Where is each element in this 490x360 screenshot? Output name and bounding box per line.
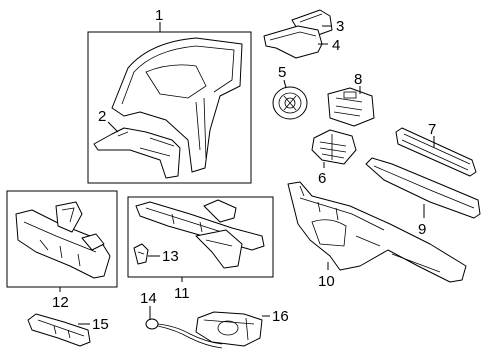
part-1-cluster-housing bbox=[111, 37, 243, 173]
part-13-clip bbox=[133, 243, 149, 265]
callout-6: 6 bbox=[318, 170, 326, 187]
part-10-frame bbox=[287, 181, 467, 283]
group-box-1 bbox=[87, 31, 252, 184]
part-8-switch bbox=[327, 87, 375, 127]
leader-5 bbox=[283, 79, 287, 89]
callout-3: 3 bbox=[336, 18, 344, 35]
callout-5: 5 bbox=[278, 64, 286, 81]
callout-4: 4 bbox=[332, 37, 340, 54]
callout-10: 10 bbox=[318, 273, 335, 290]
callout-2: 2 bbox=[98, 108, 106, 125]
callout-14: 14 bbox=[140, 290, 157, 307]
part-6-vent bbox=[311, 129, 357, 165]
callout-9: 9 bbox=[418, 221, 426, 238]
part-11-assembly bbox=[135, 199, 265, 269]
leader-2 bbox=[107, 121, 119, 133]
part-16-housing bbox=[195, 311, 263, 347]
part-4-bracket bbox=[263, 25, 323, 59]
callout-1: 1 bbox=[155, 7, 163, 24]
part-7-trim bbox=[395, 127, 477, 177]
group-box-12 bbox=[6, 190, 118, 288]
callout-12: 12 bbox=[52, 294, 69, 311]
part-12-assembly bbox=[15, 201, 111, 279]
callout-8: 8 bbox=[354, 71, 362, 88]
part-15-bracket bbox=[27, 313, 91, 347]
callout-11: 11 bbox=[174, 285, 190, 302]
callout-13: 13 bbox=[162, 248, 179, 265]
callout-7: 7 bbox=[428, 121, 436, 138]
part-9-panel bbox=[365, 157, 481, 219]
part-5-knob bbox=[272, 86, 308, 120]
callout-16: 16 bbox=[272, 308, 289, 325]
callout-15: 15 bbox=[92, 316, 109, 333]
part-2-trim-strip bbox=[93, 127, 181, 179]
group-box-11 bbox=[127, 196, 274, 278]
